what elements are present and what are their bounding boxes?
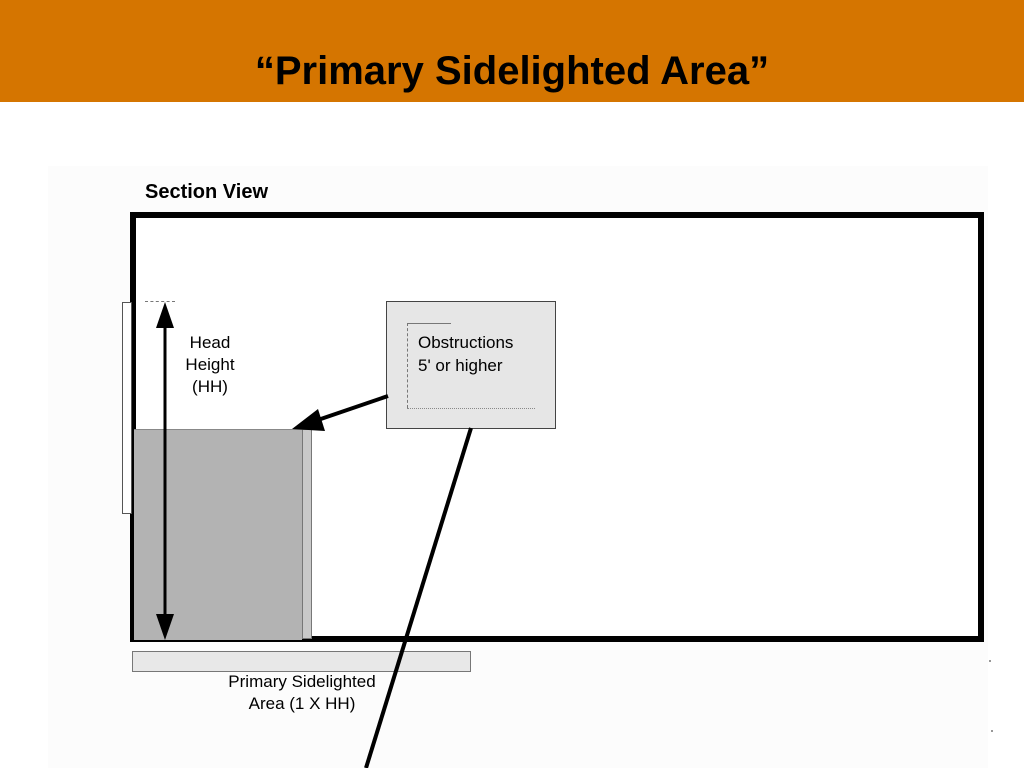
diagonal-sightline	[364, 427, 473, 768]
obstruction-label-line-2: 5' or higher	[418, 356, 503, 375]
primary-area-dimension-bar	[132, 651, 471, 672]
section-view-label: Section View	[145, 181, 269, 203]
head-height-arrow-top	[156, 302, 174, 328]
head-height-top-tick	[145, 301, 175, 302]
head-height-label-line-2: Height	[185, 355, 235, 374]
obstruction-label-line-1: Obstructions	[418, 333, 514, 352]
title-bar	[0, 0, 1024, 102]
primary-area-label: Primary Sidelighted Area (1 X HH)	[200, 671, 404, 715]
head-height-label: Head Height (HH)	[172, 332, 248, 398]
obstruction-inner-guide	[407, 323, 451, 408]
primary-area-label-line-1: Primary Sidelighted	[228, 672, 376, 691]
obstruction-label: Obstructions 5' or higher	[418, 331, 548, 377]
obstruction-leader-line	[311, 394, 389, 424]
right-mark-1	[989, 660, 991, 662]
right-mark-2	[991, 730, 993, 732]
window-opening	[122, 302, 132, 514]
obstruction-dotted-line	[407, 408, 535, 409]
primary-area-label-line-2: Area (1 X HH)	[248, 694, 356, 713]
slide-title: “Primary Sidelighted Area”	[254, 49, 770, 93]
obstruction-leader-arrowhead	[292, 409, 325, 431]
primary-sidelighted-area-region	[134, 429, 302, 640]
obstruction-callout-box	[386, 301, 556, 429]
head-height-label-line-3: (HH)	[192, 377, 228, 396]
head-height-label-line-1: Head	[189, 333, 231, 352]
head-height-arrow-bottom	[156, 614, 174, 640]
